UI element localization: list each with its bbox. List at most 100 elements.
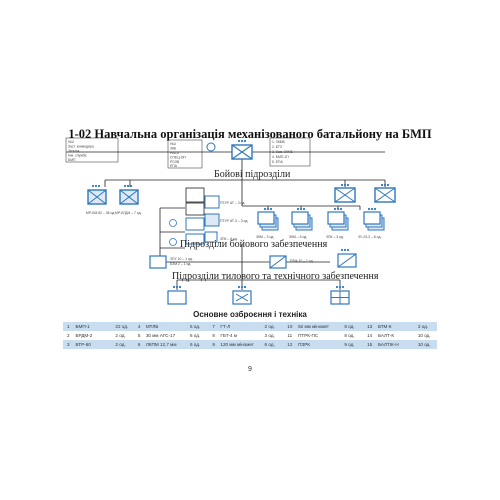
table-cell: 82 мм міномет — [296, 322, 343, 331]
table-cell: 10 од. — [415, 340, 437, 349]
svg-text:3. Зам. ЗКМБ: 3. Зам. ЗКМБ — [272, 150, 294, 154]
svg-text:ЗУ-23-2 – 6 од.: ЗУ-23-2 – 6 од. — [358, 235, 381, 239]
table-cell: БРДМ-2 — [73, 331, 114, 340]
table-cell: 4 — [134, 322, 144, 331]
battalion-hq-symbol — [206, 139, 253, 160]
section-combat-support-label: Підрозділи бойового забезпечення — [180, 239, 328, 250]
table-cell: ГТ-Л — [218, 322, 263, 331]
svg-text:Заст. командира: Заст. командира — [68, 145, 94, 149]
equipment-title: Основне озброєння і техніка — [193, 310, 307, 319]
svg-text:ПТУР АТ-3 – 3 од.: ПТУР АТ-3 – 3 од. — [220, 219, 248, 223]
mortar-unit-b: МР-БГДМ – 7 од. — [115, 184, 142, 215]
table-cell: БАЛТІК-Н — [375, 340, 416, 349]
company-unit-4: ЗУ-23-2 – 6 од. — [358, 207, 385, 239]
svg-text:НШ: НШ — [170, 142, 176, 146]
page-number: 9 — [248, 366, 252, 373]
svg-text:2. БТЗ: 2. БТЗ — [272, 145, 282, 149]
table-cell: МТЛБ — [143, 322, 188, 331]
svg-text:НШ: НШ — [68, 140, 74, 144]
table-cell: 2 од. — [113, 340, 135, 349]
logistics-unit-4 — [167, 285, 187, 305]
table-cell: БАЛТ-К — [375, 331, 416, 340]
table-cell: БТР-60 — [73, 340, 114, 349]
svg-text:ЗПК – 3 од.: ЗПК – 3 од. — [326, 235, 344, 239]
svg-text:МР-БГДМ – 7 од.: МР-БГДМ – 7 од. — [115, 211, 142, 215]
svg-text:Зв'язок: Зв'язок — [68, 149, 80, 153]
table-cell: 6 од. — [187, 331, 209, 340]
svg-text:НАСЛ: НАСЛ — [170, 151, 179, 155]
svg-text:ПЗМ-10 – 1 од.: ПЗМ-10 – 1 од. — [290, 259, 314, 263]
table-cell: 10 од. — [415, 331, 437, 340]
table-cell: 13 — [363, 322, 376, 331]
svg-text:1. ЗКМБ: 1. ЗКМБ — [272, 140, 286, 144]
svg-text:ПТУР АТ – 3 од.: ПТУР АТ – 3 од. — [220, 201, 245, 205]
svg-text:БЗМ 2 – 1 од.: БЗМ 2 – 1 од. — [170, 262, 191, 266]
table-cell: 14 — [363, 331, 376, 340]
table-cell: 15 — [363, 340, 376, 349]
hq-list-left: НШ Заст. командира Зв'язок Інж. служба Б… — [65, 137, 119, 163]
table-cell: 5 од. — [187, 322, 209, 331]
table-cell: 6 — [134, 340, 144, 349]
table-cell: ГБТ-4 м — [218, 331, 263, 340]
svg-text:МР-БМ 82 – 36 од.: МР-БМ 82 – 36 од. — [86, 211, 115, 215]
logistics-unit-5 — [232, 285, 252, 305]
logistics-unit-6 — [330, 285, 350, 305]
table-cell: 6 од. — [262, 340, 284, 349]
hq-list-right: 1. ЗКМБ 2. БТЗ 3. Зам. ЗКМБ 4. БМП-1П 5.… — [269, 137, 311, 167]
svg-text:4. БМП-1П: 4. БМП-1П — [272, 155, 289, 159]
table-cell: 22 од. — [113, 322, 135, 331]
table-cell: 2 од. — [262, 322, 284, 331]
svg-text:СПЕЦ-ОП: СПЕЦ-ОП — [170, 156, 186, 160]
table-cell: ЛКПМ 12,7 мм — [143, 340, 188, 349]
table-cell: 3 — [63, 340, 74, 349]
table-cell: 1 — [63, 322, 74, 331]
table-cell: 120 мм міномет — [218, 340, 263, 349]
table-cell: ПЗРК — [296, 340, 343, 349]
table-cell: 10 — [283, 322, 297, 331]
mech-company-2 — [374, 183, 396, 203]
table-cell: 2 од. — [113, 331, 135, 340]
table-cell: 3 од. — [415, 322, 437, 331]
svg-text:БМП: БМП — [68, 158, 76, 162]
table-cell: 3 од. — [262, 331, 284, 340]
table-cell: 8 од. — [342, 322, 364, 331]
table-cell: 9 од. — [342, 340, 364, 349]
table-cell: 30 мм АГС-17 — [143, 331, 188, 340]
table-cell: 11 — [283, 331, 297, 340]
svg-text:РОЗВ: РОЗВ — [170, 160, 180, 164]
mech-company-1 — [334, 183, 356, 203]
connector-lines — [66, 151, 386, 290]
svg-text:ЗКМ – 6 од.: ЗКМ – 6 од. — [289, 235, 307, 239]
table-cell: БМП-1 — [73, 322, 114, 331]
svg-text:ЗПК – 6 од.: ЗПК – 6 од. — [220, 237, 238, 241]
svg-text:ЕПА: ЕПА — [170, 164, 178, 168]
svg-text:ЗКМ – 3 од.: ЗКМ – 3 од. — [256, 235, 274, 239]
svg-text:ЗПУ 10 – 1 од.: ЗПУ 10 – 1 од. — [170, 257, 193, 261]
table-cell: ПТРК-ПС — [296, 331, 343, 340]
company-unit-2: ЗКМ – 6 од. — [289, 207, 313, 239]
section-logistics-label: Підрозділи тилового та технічного забезп… — [172, 271, 379, 282]
logistics-unit-1: ЗПУ 10 – 1 од. БЗМ 2 – 1 од. — [149, 255, 193, 269]
logistics-unit-3 — [337, 248, 357, 268]
table-cell: 7 — [208, 322, 219, 331]
svg-text:5. ЕПА: 5. ЕПА — [272, 160, 283, 164]
svg-text:Інж. служба: Інж. служба — [68, 154, 87, 158]
table-cell: 9 — [208, 340, 219, 349]
table-cell: 12 — [283, 340, 297, 349]
company-unit-1: ЗКМ – 3 од. — [256, 207, 279, 239]
mortar-unit-a: МР-БМ 82 – 36 од. — [86, 184, 115, 215]
company-unit-3: ЗПК – 3 од. — [326, 207, 349, 239]
table-cell: 8 од. — [342, 331, 364, 340]
svg-text:ЗКБ: ЗКБ — [170, 147, 177, 151]
table-cell: 2 — [63, 331, 74, 340]
table-cell: 8 — [208, 331, 219, 340]
logistics-unit-2: ПЗМ-10 – 1 од. — [269, 255, 314, 269]
table-cell: 6 од. — [187, 340, 209, 349]
combat-support-group: ПТУР АТ – 3 од. ПТУР АТ-3 – 3 од. ЗПК – … — [169, 187, 248, 246]
table-cell: БТМ-К — [375, 322, 416, 331]
